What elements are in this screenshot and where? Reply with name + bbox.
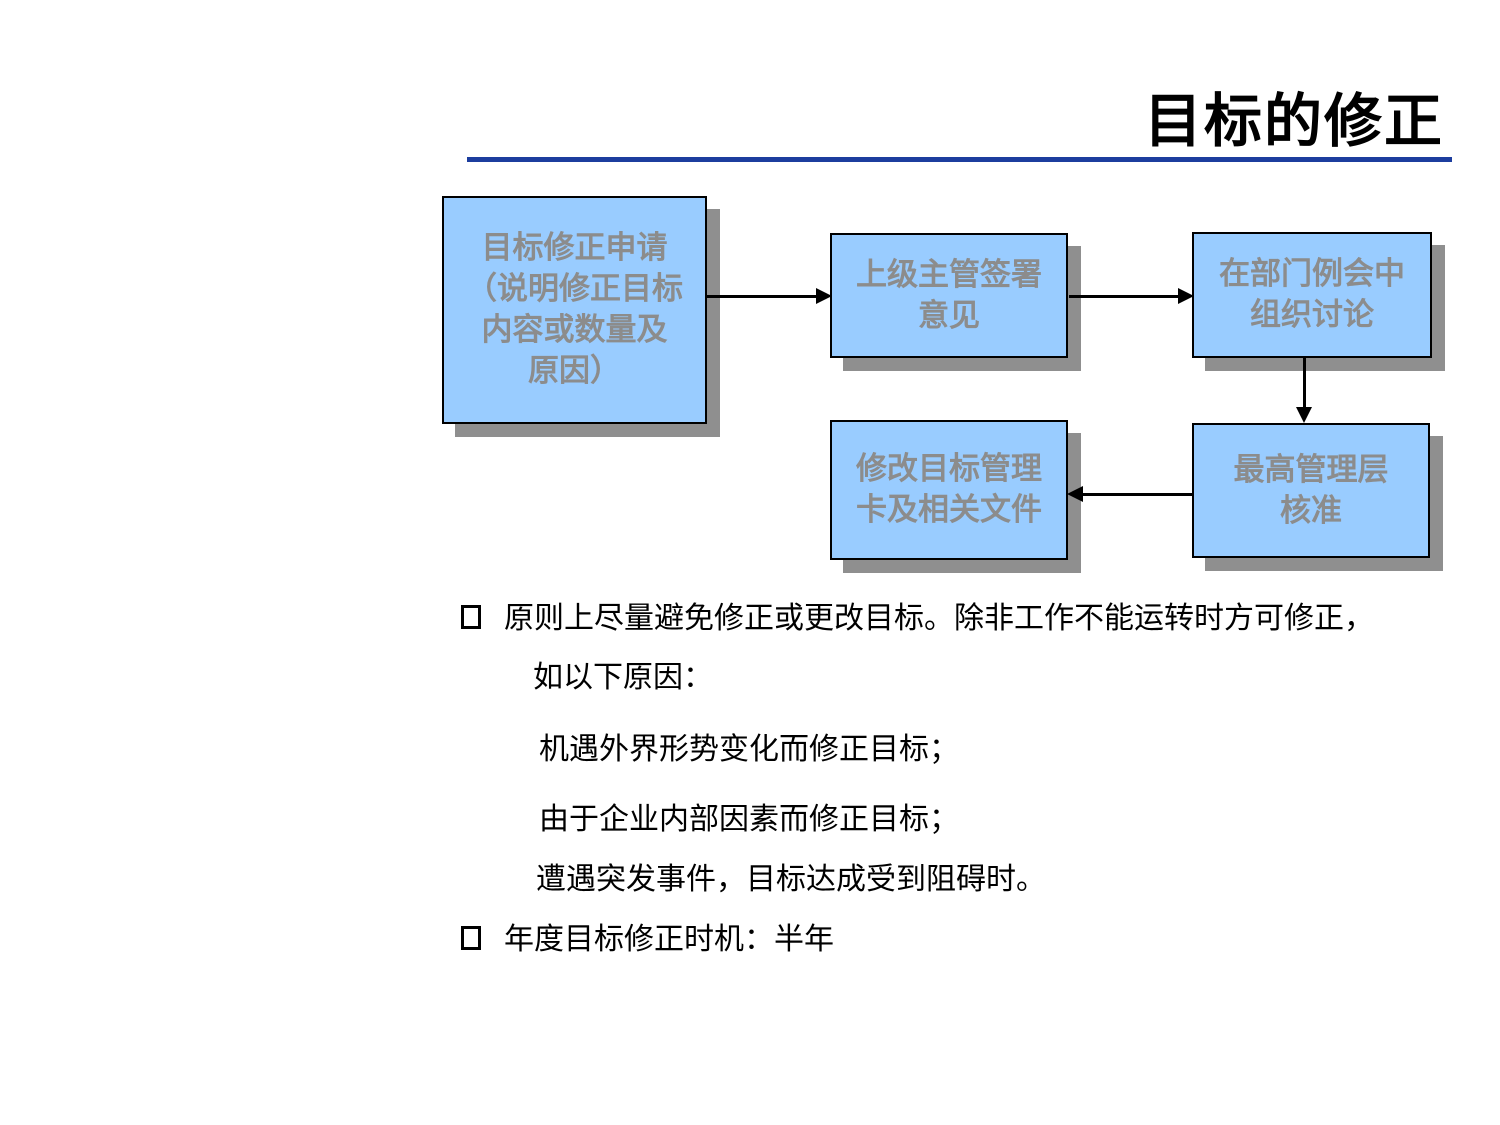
arrow-shaft xyxy=(1069,295,1180,298)
flow-node-update-card: 修改目标管理 卡及相关文件 xyxy=(830,420,1068,560)
title-underline xyxy=(467,157,1452,162)
arrow-shaft xyxy=(1303,357,1306,409)
bullet-1-reason-1: 机遇外界形势变化而修正目标； xyxy=(539,733,959,766)
flow-node-update-card-label: 修改目标管理 卡及相关文件 xyxy=(856,451,1042,527)
flow-node-supervisor-sign-label: 上级主管签署 意见 xyxy=(856,256,1042,333)
arrow-shaft xyxy=(707,295,818,298)
flow-node-apply-label: 目标修正申请 （说明修正目标 内容或数量及 原因） xyxy=(466,230,683,388)
bullet-1-line-2: 如以下原因： xyxy=(533,661,713,694)
arrow-approve-to-update-icon xyxy=(1067,486,1194,503)
bullet-1-line-1: 原则上尽量避免修正或更改目标。除非工作不能运转时方可修正， xyxy=(504,602,1374,635)
flow-node-dept-meeting-label: 在部门例会中 组织讨论 xyxy=(1219,256,1405,332)
flow-node-apply: 目标修正申请 （说明修正目标 内容或数量及 原因） xyxy=(442,196,707,424)
arrow-shaft xyxy=(1081,493,1194,496)
bullet-square-icon xyxy=(461,605,481,629)
flow-node-dept-meeting: 在部门例会中 组织讨论 xyxy=(1192,232,1432,358)
bullet-1-reason-2: 由于企业内部因素而修正目标； xyxy=(539,803,959,836)
bullet-2-line-1: 年度目标修正时机：半年 xyxy=(504,923,834,956)
bullet-square-icon xyxy=(461,926,481,950)
arrow-supervisor-to-meeting-icon xyxy=(1069,288,1194,305)
flow-node-top-mgmt-approve: 最高管理层 核准 xyxy=(1192,423,1430,558)
arrowhead-right-icon xyxy=(816,288,832,304)
arrowhead-down-icon xyxy=(1296,407,1312,423)
arrowhead-right-icon xyxy=(1178,288,1194,304)
page-title: 目标的修正 xyxy=(1143,89,1444,154)
flow-node-top-mgmt-approve-label: 最高管理层 核准 xyxy=(1233,451,1389,528)
flow-node-supervisor-sign: 上级主管签署 意见 xyxy=(830,233,1068,358)
bullet-1-reason-3: 遭遇突发事件，目标达成受到阻碍时。 xyxy=(536,863,1046,896)
arrow-meeting-to-approve-icon xyxy=(1296,357,1313,423)
arrow-apply-to-supervisor-icon xyxy=(707,288,832,305)
arrowhead-left-icon xyxy=(1067,486,1083,502)
